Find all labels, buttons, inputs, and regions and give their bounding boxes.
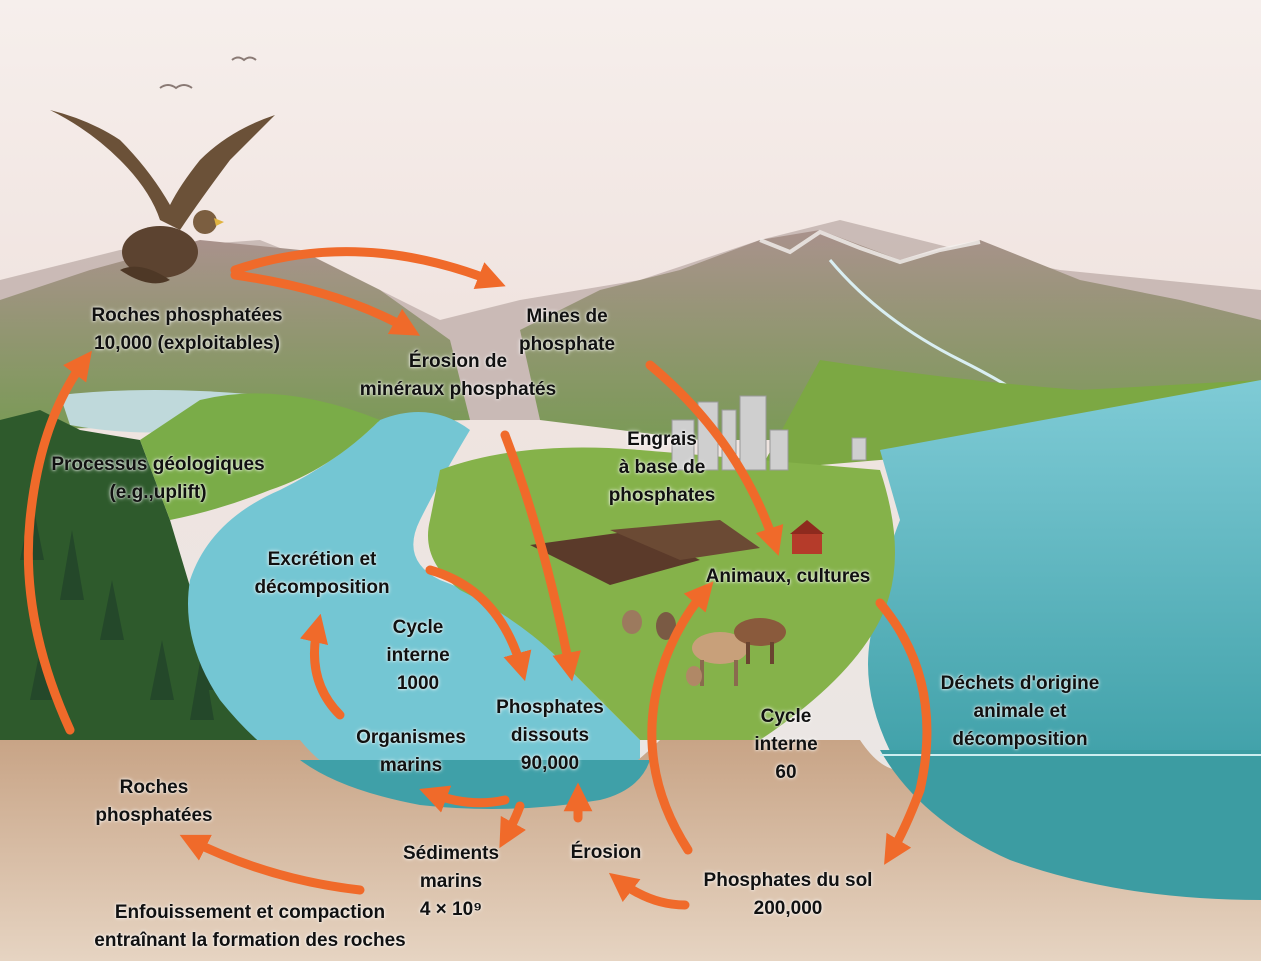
label-line: Roches — [95, 774, 212, 802]
label-roches-phosphatees: Roches phosphatées — [95, 774, 212, 830]
label-line: animale et — [941, 698, 1100, 726]
label-processus-geologiques: Processus géologiques (e.g.,uplift) — [51, 451, 264, 507]
label-line: minéraux phosphatés — [360, 376, 556, 404]
label-line: Animaux, cultures — [706, 563, 871, 591]
label-line: entraînant la formation des roches — [94, 927, 405, 955]
label-dechets: Déchets d'origine animale et décompositi… — [941, 670, 1100, 754]
barn-icon — [792, 532, 822, 554]
label-line: Roches phosphatées — [91, 302, 282, 330]
label-line: Érosion — [571, 839, 642, 867]
label-roches-exploitables: Roches phosphatées 10,000 (exploitables) — [91, 302, 282, 358]
label-erosion: Érosion — [571, 839, 642, 867]
label-cycle-interne-1000: Cycle interne 1000 — [386, 614, 449, 698]
label-line: Déchets d'origine — [941, 670, 1100, 698]
label-line: Enfouissement et compaction — [94, 899, 405, 927]
label-line: interne — [754, 731, 817, 759]
label-line: marins — [403, 868, 499, 896]
label-line: interne — [386, 642, 449, 670]
label-line: Engrais — [609, 426, 716, 454]
label-line: 200,000 — [704, 895, 873, 923]
label-engrais: Engrais à base de phosphates — [609, 426, 716, 510]
label-mines: Mines de phosphate — [519, 303, 615, 359]
label-animaux-cultures: Animaux, cultures — [706, 563, 871, 591]
label-excretion: Excrétion et décomposition — [254, 546, 389, 602]
label-line: marins — [356, 752, 466, 780]
label-line: phosphate — [519, 331, 615, 359]
label-line: décomposition — [941, 726, 1100, 754]
label-organismes-marins: Organismes marins — [356, 724, 466, 780]
label-enfouissement: Enfouissement et compaction entraînant l… — [94, 899, 405, 955]
label-line: Cycle — [754, 703, 817, 731]
label-line: 4 × 10⁹ — [403, 896, 499, 924]
label-line: phosphatées — [95, 802, 212, 830]
label-line: Excrétion et — [254, 546, 389, 574]
label-line: phosphates — [609, 482, 716, 510]
label-sediments-marins: Sédiments marins 4 × 10⁹ — [403, 840, 499, 924]
label-line: Processus géologiques — [51, 451, 264, 479]
label-line: (e.g.,uplift) — [51, 479, 264, 507]
label-line: dissouts — [496, 722, 604, 750]
label-line: 10,000 (exploitables) — [91, 330, 282, 358]
label-line: Phosphates du sol — [704, 867, 873, 895]
label-line: Sédiments — [403, 840, 499, 868]
label-line: Phosphates — [496, 694, 604, 722]
label-line: Mines de — [519, 303, 615, 331]
label-line: 60 — [754, 759, 817, 787]
label-cycle-interne-60: Cycle interne 60 — [754, 703, 817, 787]
label-line: décomposition — [254, 574, 389, 602]
label-line: 1000 — [386, 670, 449, 698]
label-line: 90,000 — [496, 750, 604, 778]
label-phosphates-dissouts: Phosphates dissouts 90,000 — [496, 694, 604, 778]
label-line: Cycle — [386, 614, 449, 642]
label-line: à base de — [609, 454, 716, 482]
label-phosphates-du-sol: Phosphates du sol 200,000 — [704, 867, 873, 923]
label-line: Organismes — [356, 724, 466, 752]
